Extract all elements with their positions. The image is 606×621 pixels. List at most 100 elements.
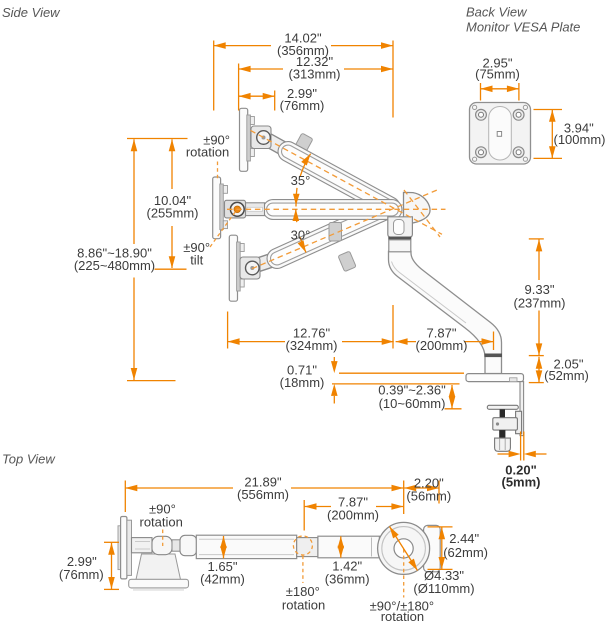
arrowhead: [535, 370, 543, 383]
arrowhead: [381, 65, 393, 73]
side-view-dimensions: 14.02" (356mm) 12.32" (313mm) 2.99" (76m…: [74, 30, 589, 489]
arrowhead: [108, 577, 115, 589]
cable-clip-down-group: [338, 251, 357, 272]
side-center-lines: [209, 129, 446, 270]
label-rotation-mid-1: ±180°: [286, 584, 320, 599]
arrowhead: [301, 153, 311, 166]
label-top-rotation-vesa-2: rotation: [140, 514, 183, 529]
dim-base-depth-in: 2.44": [449, 531, 479, 546]
dim-width-lower-in: 12.76": [293, 326, 331, 341]
part-shape: [239, 278, 245, 288]
arrowhead: [535, 356, 543, 369]
arrowhead: [125, 484, 138, 492]
part-shape: [126, 519, 133, 576]
detail-line: [391, 261, 467, 324]
part-shape: [239, 243, 245, 252]
dim-clamp-height-in: 2.05": [554, 357, 584, 372]
label-rotation-base-1: ±90°/±180°: [370, 598, 434, 613]
arrowhead: [391, 503, 404, 510]
part-circle: [522, 104, 529, 111]
dashed-leader-line: [292, 535, 314, 556]
centerline-35deg: [250, 129, 443, 235]
part-shape: [393, 219, 405, 235]
dim-width-offset-mm: (200mm): [415, 338, 467, 353]
top-riser: [135, 553, 182, 580]
arrowhead: [304, 503, 317, 510]
dim-length-front-mm: (200mm): [327, 508, 379, 523]
dim-mount-depth-in: 2.99": [67, 554, 97, 569]
arrowhead: [438, 557, 446, 569]
title-back-view-2: Monitor VESA Plate: [466, 20, 580, 35]
arrowhead: [337, 536, 345, 549]
dim-width-total-in: 14.02": [284, 30, 322, 45]
dim-clamp-height-mm: (52mm): [544, 368, 589, 383]
label-rotation-2: rotation: [186, 145, 229, 160]
part-circle: [478, 149, 484, 156]
dim-height-travel-mm: (255mm): [146, 206, 198, 221]
label-tilt-2: tilt: [190, 253, 203, 268]
top-view-drawing: 21.89" (556mm) ±90° rotation 2.99" (76mm…: [59, 475, 488, 621]
part-shape: [509, 377, 518, 382]
dim-width-upper-in: 12.32": [296, 54, 334, 69]
dim-desk-plate-mm: (18mm): [280, 375, 325, 390]
part-circle: [472, 156, 478, 162]
arrowhead: [297, 240, 306, 253]
arrowhead: [389, 526, 399, 539]
dim-clamp-plate-mm: (5mm): [501, 475, 540, 490]
dim-base-diameter-mm: (Ø110mm): [413, 581, 474, 596]
part-shape: [496, 131, 503, 137]
vesa-screw-holes: [475, 108, 525, 159]
dim-arm-width-front-mm: (36mm): [325, 572, 370, 587]
top-view-dashes: [162, 529, 405, 598]
upper-arm-and-riser: [387, 216, 503, 375]
cable-clip-down: [338, 251, 357, 272]
dim-height-range-mm: (225~480mm): [74, 258, 155, 273]
leader-tilt: [209, 211, 237, 248]
dim-base-diameter-in: Ø4.33": [424, 568, 464, 583]
arrowhead: [448, 385, 456, 397]
arrowhead: [523, 450, 536, 458]
back-view-dimensions: 2.95" (75mm) 3.94" (100mm): [475, 56, 606, 160]
arrowhead: [408, 558, 418, 571]
arrowhead: [292, 209, 300, 221]
side-view-drawing: 14.02" (356mm) 12.32" (313mm) 2.99" (76m…: [74, 30, 589, 489]
title-side-view: Side View: [2, 5, 61, 20]
arrowhead: [130, 368, 138, 380]
part-shape: [219, 183, 224, 231]
arrowhead: [262, 92, 275, 100]
arrowhead: [238, 65, 251, 73]
arrowhead: [293, 193, 300, 206]
dim-length-front-in: 7.87": [338, 495, 368, 510]
label-rotation-1: ±90°: [203, 133, 230, 148]
cable-clip-middle: [328, 222, 342, 242]
dim-width-plate-mm: (76mm): [280, 98, 325, 113]
dim-height-travel-in: 10.04": [154, 193, 192, 208]
dim-length-total-mm: (556mm): [237, 487, 289, 502]
centerline-30deg: [251, 189, 439, 270]
arrowhead: [108, 542, 115, 555]
arrowhead: [331, 361, 338, 374]
dim-clamp-range-mm: (10~60mm): [379, 396, 446, 411]
part-circle: [522, 156, 529, 162]
arrowhead: [508, 450, 521, 458]
dim-base-offset-in: 2.20": [414, 475, 444, 490]
dim-clamp-range-in: 0.39"~2.36": [378, 383, 446, 398]
dim-arm-width-rear-mm: (42mm): [200, 571, 245, 586]
part-circle: [515, 111, 522, 118]
arrowhead: [220, 546, 227, 559]
dim-length-total-in: 21.89": [244, 475, 282, 490]
label-angle-down: 30°: [291, 228, 311, 243]
top-arm-front: [317, 535, 380, 559]
part-shape: [249, 148, 255, 157]
top-vesa-plate: [119, 515, 128, 580]
clamp-pad: [486, 404, 519, 410]
dim-clamp-plate-in: 0.20": [505, 463, 536, 478]
dim-width-offset-in: 7.87": [427, 326, 457, 341]
dim-vesa-height-in: 3.94": [564, 121, 594, 136]
top-base-plate: [128, 578, 190, 589]
arrowhead: [130, 139, 138, 152]
side-arm-position-up: [238, 107, 401, 218]
side-arm-position-down: [228, 197, 401, 302]
clamp-vertical-plate: [519, 381, 525, 437]
